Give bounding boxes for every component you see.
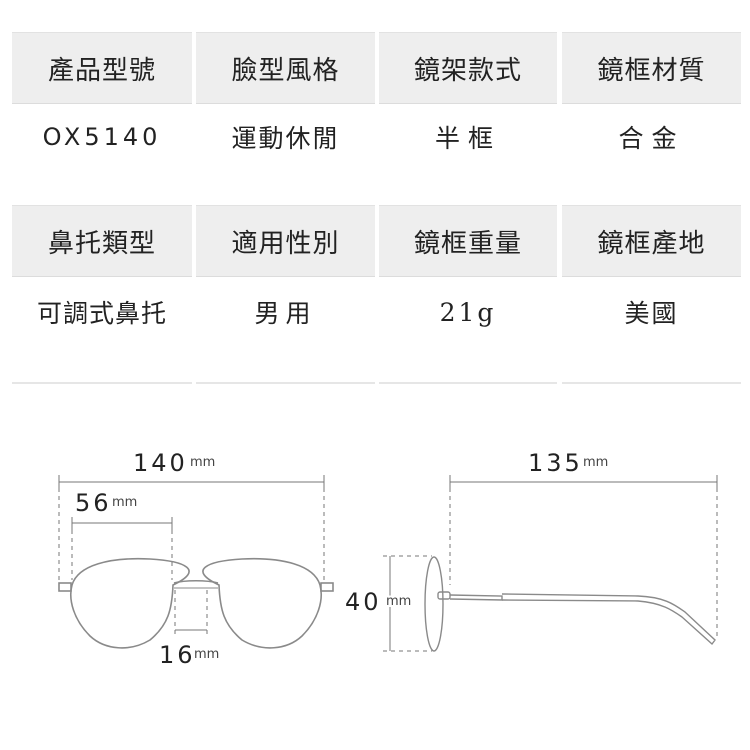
spec-value-face-style: 運動休閒 [231,124,340,153]
bridge-width-value: 16 [159,641,196,669]
spec-header-frame-material: 鏡框材質 [562,32,741,104]
spec-value-model: OX5140 [42,123,162,151]
spec-header-frame-style: 鏡架款式 [379,32,557,104]
dimension-lines-front [58,475,325,636]
temple-length-value: 135 [528,449,583,477]
lens-width-value: 56 [75,489,112,517]
total-width-unit: mm [190,455,215,470]
dimension-lines-side [383,475,718,652]
spec-value-frame-weight: 21g [439,297,497,327]
spec-value-nose-pad: 可調式鼻托 [36,299,167,328]
table-divider [562,382,741,384]
glasses-side-view-icon [424,556,716,652]
spec-header-model: 產品型號 [12,32,192,104]
bridge-width-unit: mm [194,647,219,662]
spec-header-frame-weight: 鏡框重量 [379,205,557,277]
lens-height-value: 40 [345,588,382,616]
spec-value-gender: 男用 [254,299,317,328]
total-width-value: 140 [133,449,188,477]
lens-width-unit: mm [112,495,137,510]
spec-header-gender: 適用性別 [196,205,375,277]
lens-height-unit: mm [386,594,411,609]
glasses-front-view-icon [58,557,334,649]
temple-length-unit: mm [583,455,608,470]
spec-header-nose-pad: 鼻托類型 [12,205,192,277]
spec-value-frame-origin: 美國 [624,299,679,328]
spec-header-face-style: 臉型風格 [196,32,375,104]
table-divider [196,382,375,384]
table-divider [379,382,557,384]
spec-header-frame-origin: 鏡框產地 [562,205,741,277]
spec-value-frame-style: 半框 [434,124,501,153]
spec-value-frame-material: 合金 [618,124,685,153]
table-divider [12,382,192,384]
